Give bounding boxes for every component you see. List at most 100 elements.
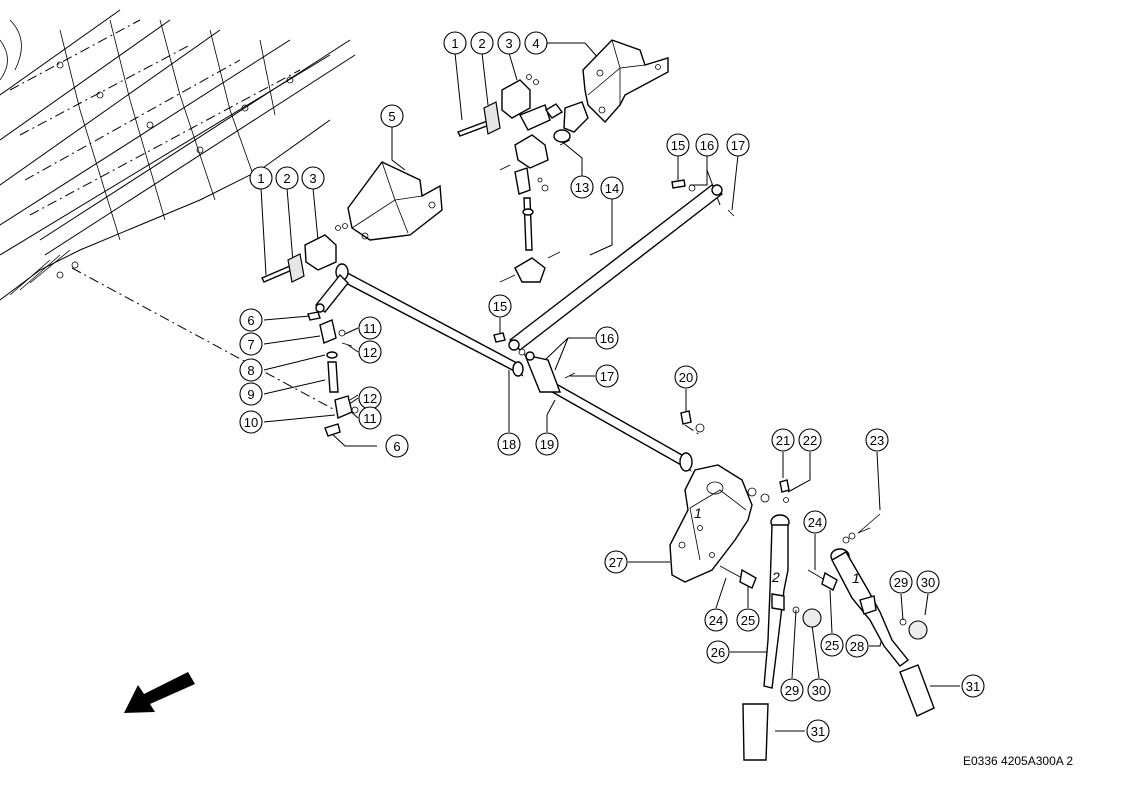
- callout-15: 15: [666, 133, 690, 157]
- callout-number: 15: [671, 138, 685, 153]
- callout-11: 11: [358, 316, 382, 340]
- callout-number: 8: [247, 363, 254, 378]
- callout-number: 4: [532, 36, 539, 51]
- callout-11: 11: [358, 406, 382, 430]
- callout-circle: [806, 719, 830, 743]
- callout-circle: [380, 104, 404, 128]
- callout-number: 16: [700, 138, 714, 153]
- fasteners: [493, 179, 928, 640]
- callout-15: 15: [488, 294, 512, 318]
- callout-number: 3: [505, 36, 512, 51]
- callout-circle: [736, 608, 760, 632]
- callout-31: 31: [961, 674, 985, 698]
- callout-number: 16: [600, 331, 614, 346]
- callout-number: 5: [388, 109, 395, 124]
- callout-circle: [600, 176, 624, 200]
- alignment-line-pedal: [684, 424, 701, 436]
- callout-circle: [470, 31, 494, 55]
- callout-circle: [239, 332, 263, 356]
- callout-number: 10: [244, 415, 258, 430]
- callout-2: 2: [470, 31, 494, 55]
- callout-16: 16: [695, 133, 719, 157]
- callout-17: 17: [726, 133, 750, 157]
- callout-number: 31: [966, 679, 980, 694]
- callout-3: 3: [497, 31, 521, 55]
- callout-circle: [726, 133, 750, 157]
- pedal-right-mark: 1: [852, 570, 860, 586]
- callout-circle: [497, 31, 521, 55]
- callout-number: 28: [850, 639, 864, 654]
- callout-circle: [239, 410, 263, 434]
- callout-30: 30: [807, 678, 831, 702]
- callout-6: 6: [385, 434, 409, 458]
- callout-number: 7: [247, 337, 254, 352]
- callout-circle: [301, 166, 325, 190]
- callout-21: 21: [771, 428, 795, 452]
- pedal-left-mark: 2: [771, 569, 780, 585]
- callout-number: 12: [363, 391, 377, 406]
- callout-9: 9: [239, 382, 263, 406]
- shaft-18: [315, 263, 524, 377]
- callout-number: 6: [247, 313, 254, 328]
- callout-circle: [604, 550, 628, 574]
- machine-frame-drawing: [0, 9, 356, 301]
- callout-number: 17: [600, 369, 614, 384]
- callout-12: 12: [358, 340, 382, 364]
- callout-circle: [780, 678, 804, 702]
- callout-10: 10: [239, 410, 263, 434]
- mounting-plate-27: 1: [669, 464, 753, 583]
- left-linkage: [307, 311, 359, 437]
- callout-circle: [497, 432, 521, 456]
- callout-number: 6: [393, 439, 400, 454]
- callout-circle: [358, 406, 382, 430]
- callout-circle: [535, 432, 559, 456]
- callout-25: 25: [820, 633, 844, 657]
- callout-23: 23: [865, 428, 889, 452]
- callout-circle: [666, 133, 690, 157]
- callout-17: 17: [595, 364, 619, 388]
- left-clamp-assembly: [261, 223, 348, 283]
- upper-clamp-assembly: [457, 74, 589, 283]
- callout-5: 5: [380, 104, 404, 128]
- callout-number: 24: [808, 515, 822, 530]
- callout-30: 30: [916, 570, 940, 594]
- callout-circle: [358, 316, 382, 340]
- callout-29: 29: [889, 570, 913, 594]
- callout-number: 18: [502, 437, 516, 452]
- callout-circle: [695, 133, 719, 157]
- callout-circle: [239, 382, 263, 406]
- alignment-line: [71, 267, 336, 411]
- callout-22: 22: [798, 428, 822, 452]
- callout-number: 29: [785, 683, 799, 698]
- callout-25: 25: [736, 608, 760, 632]
- callout-circle: [275, 166, 299, 190]
- callout-28: 28: [845, 634, 869, 658]
- callout-3: 3: [301, 166, 325, 190]
- callout-number: 2: [283, 171, 290, 186]
- callout-circle: [595, 364, 619, 388]
- pedal-lever-28: 1: [830, 548, 909, 667]
- callout-number: 24: [709, 613, 723, 628]
- callout-circle: [798, 428, 822, 452]
- pedal-pads-31: [742, 664, 935, 761]
- callout-number: 20: [679, 370, 693, 385]
- leader-lines: [260, 42, 960, 732]
- callout-circle: [803, 510, 827, 534]
- callout-circle: [249, 166, 273, 190]
- callout-circle: [865, 428, 889, 452]
- callout-circle: [524, 31, 548, 55]
- callout-circle: [820, 633, 844, 657]
- callout-circle: [385, 434, 409, 458]
- callout-number: 30: [921, 575, 935, 590]
- callout-number: 1: [257, 171, 264, 186]
- callout-27: 27: [604, 550, 628, 574]
- callout-number: 14: [605, 181, 619, 196]
- callout-number: 2: [478, 36, 485, 51]
- callout-13: 13: [570, 175, 594, 199]
- callout-29: 29: [780, 678, 804, 702]
- callout-number: 25: [741, 613, 755, 628]
- callout-circle: [845, 634, 869, 658]
- callout-19: 19: [535, 432, 559, 456]
- callout-number: 17: [731, 138, 745, 153]
